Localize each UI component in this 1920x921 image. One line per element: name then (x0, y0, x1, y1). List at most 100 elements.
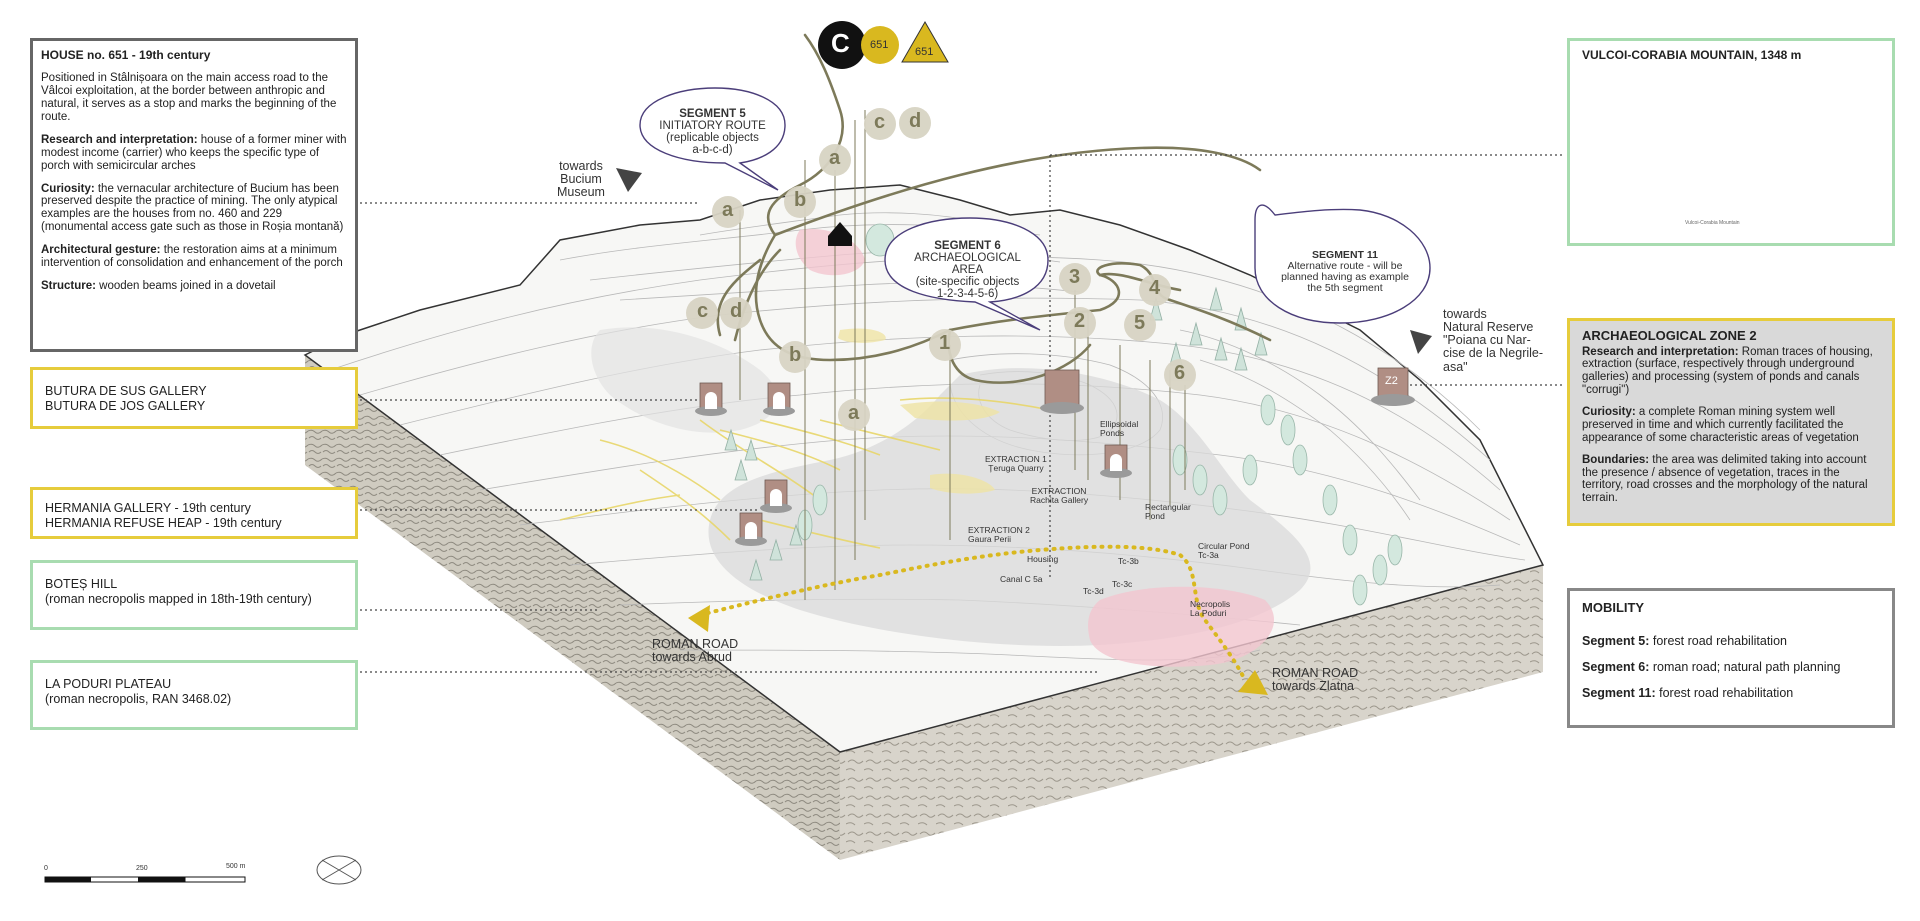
zone-curiosity: Curiosity: a complete Roman mining syste… (1582, 406, 1880, 445)
rectangular-2: Pond (1145, 510, 1165, 521)
towards-bucium-3: Museum (557, 185, 605, 200)
arrow-zlatna (1238, 670, 1268, 695)
house-panel-title: HOUSE no. 651 - 19th century (41, 48, 211, 62)
necropolis-1: Necropolis (1190, 599, 1231, 609)
roman-road (698, 544, 1247, 682)
segment11-l1: Alternative route - will be (1287, 260, 1403, 273)
segment6-l1: ARCHAEOLOGICAL (914, 252, 1021, 265)
house-curiosity: Curiosity: the vernacular architecture o… (41, 183, 347, 235)
label-circular: Circular Pond Tc-3a (1198, 542, 1250, 560)
hermania-gallery: HERMANIA GALLERY - 19th century (45, 501, 251, 515)
label-tc3b: Tc-3b (1118, 556, 1139, 566)
scale-bar (44, 876, 246, 883)
legend-651-circle: 651 (870, 39, 889, 51)
mobility-s5: Segment 5: forest road rehabilitation (1582, 634, 1880, 648)
house-structure: Structure: wooden beams joined in a dove… (41, 280, 347, 293)
butura-gallery-label: BUTURA DE SUS GALLERY BUTURA DE JOS GALL… (30, 367, 358, 429)
house-gesture-text: the restoration aims at a minimum interv… (41, 244, 343, 269)
roman-road-abrud: ROMAN ROAD towards Abrud (652, 637, 739, 665)
s11-label: Segment 11: (1582, 685, 1656, 700)
bubbles (639, 87, 1431, 331)
house-structure-label: Structure: (41, 279, 96, 292)
marker-d: d (909, 110, 922, 132)
segment11-bubble-text: SEGMENT 11 Alternative route - will be p… (1265, 249, 1425, 295)
archaeological-zone-panel: ARCHAEOLOGICAL ZONE 2 Research and inter… (1567, 318, 1895, 526)
house-research: Research and interpretation: house of a … (41, 134, 347, 173)
poduri-title: LA PODURI PLATEAU (45, 677, 172, 691)
towards-reserve-4: cise de la Negrile- (1443, 346, 1544, 361)
rachita-2: Rachita Gallery (1030, 494, 1089, 505)
abrud-1: ROMAN ROAD (652, 637, 739, 651)
marker-c: c (697, 300, 709, 322)
zone-research-label: Research and interpretation: (1582, 345, 1739, 358)
terrain-soil-sides (305, 355, 1543, 860)
abrud-2: towards Abrud (652, 650, 732, 665)
towards-bucium-1: towards (559, 159, 603, 173)
marker-1: 1 (939, 332, 951, 354)
ellipsoidal-2: Ponds (1100, 427, 1125, 438)
zone-curiosity-text: a complete Roman mining system well pres… (1582, 406, 1859, 444)
upper-grey-area (591, 327, 778, 433)
segment5-l2: (replicable objects (666, 132, 759, 145)
label-tc3d: Tc-3d (1083, 586, 1104, 596)
ellipsoidal-1: Ellipsoidal (1100, 419, 1139, 429)
leader-lines (360, 154, 1565, 673)
zone-boundaries: Boundaries: the area was delimited takin… (1582, 454, 1880, 506)
zone-research: Research and interpretation: Roman trace… (1582, 346, 1880, 398)
segment11-l3: the 5th segment (1307, 282, 1383, 295)
marker-c: c (874, 111, 886, 133)
marker-poles (739, 110, 1186, 600)
zone-research-text: Roman traces of housing, extraction (sur… (1582, 345, 1873, 397)
mountain-panel: VULCOI-CORABIA MOUNTAIN, 1348 m Vulcoi-C… (1567, 38, 1895, 246)
house-research-text: house of a former miner with modest inco… (41, 133, 347, 172)
s6-text: roman road; natural path planning (1649, 659, 1841, 674)
house-gesture: Architectural gesture: the restoration a… (41, 244, 347, 270)
botes-title: BOTEȘ HILL (45, 577, 118, 591)
zlatna-1: ROMAN ROAD (1272, 666, 1359, 680)
scale-end: 500 m (226, 863, 246, 870)
marker-3: 3 (1069, 266, 1081, 288)
extraction2-2: Gaura Perii (968, 533, 1011, 544)
mobility-title: MOBILITY (1582, 600, 1645, 615)
s11-text: forest road rehabilitation (1655, 685, 1794, 700)
house-intro: Positioned in Stâlnișoara on the main ac… (41, 72, 337, 124)
zone-title: ARCHAEOLOGICAL ZONE 2 (1582, 328, 1757, 343)
la-poduri-label: LA PODURI PLATEAU (roman necropolis, RAN… (30, 660, 358, 730)
label-necropolis: Necropolis La Poduri (1190, 600, 1230, 618)
rachita-1: EXTRACTION (1031, 486, 1087, 496)
zone-curiosity-label: Curiosity: (1582, 406, 1636, 419)
segment6-l3: (site-specific objects (915, 276, 1020, 289)
segment6-l2: AREA (951, 264, 984, 277)
zone-boundaries-text: the area was delimited taking into accou… (1582, 453, 1868, 505)
house-structure-text: wooden beams joined in a dovetail (95, 279, 276, 292)
segment5-l3: a-b-c-d) (692, 144, 733, 157)
marker-d: d (730, 300, 743, 322)
segment5-bubble-text: SEGMENT 5 INITIATORY ROUTE (replicable o… (650, 108, 775, 156)
house-651-panel: HOUSE no. 651 - 19th century Positioned … (30, 38, 358, 352)
s5-text: forest road rehabilitation (1649, 633, 1787, 648)
segment11-title: SEGMENT 11 (1312, 249, 1378, 261)
marker-2: 2 (1074, 310, 1086, 332)
hermania-refuse: HERMANIA REFUSE HEAP - 19th century (45, 516, 282, 530)
marker-5: 5 (1134, 312, 1146, 334)
botes-hill-label: BOTEȘ HILL (roman necropolis mapped in 1… (30, 560, 358, 630)
towards-reserve: towards Natural Reserve "Poiana cu Nar- … (1443, 307, 1544, 374)
segment5-title: SEGMENT 5 (679, 108, 746, 120)
label-extraction2: EXTRACTION 2 Gaura Perii (968, 526, 1030, 544)
extraction1-1: EXTRACTION 1 (985, 454, 1047, 464)
segment6-bubble-text: SEGMENT 6 ARCHAEOLOGICAL AREA (site-spec… (895, 240, 1040, 300)
butura-jos: BUTURA DE JOS GALLERY (45, 399, 206, 413)
scale-zero: 0 (44, 865, 48, 872)
mobility-s11: Segment 11: forest road rehabilitation (1582, 686, 1880, 700)
zlatna-2: towards Zlatna (1272, 679, 1354, 694)
label-extraction-rachita: EXTRACTION Rachita Gallery (1030, 487, 1088, 505)
marker-4: 4 (1149, 277, 1161, 299)
legend-651-triangle: 651 (915, 46, 934, 58)
mountain-title: VULCOI-CORABIA MOUNTAIN, 1348 m (1582, 48, 1802, 62)
top-legend (818, 20, 949, 69)
towards-reserve-2: Natural Reserve (1443, 320, 1534, 335)
segment6-title: SEGMENT 6 (934, 240, 1001, 252)
label-housing: Housing (1027, 554, 1059, 564)
route-markers (686, 107, 1196, 431)
